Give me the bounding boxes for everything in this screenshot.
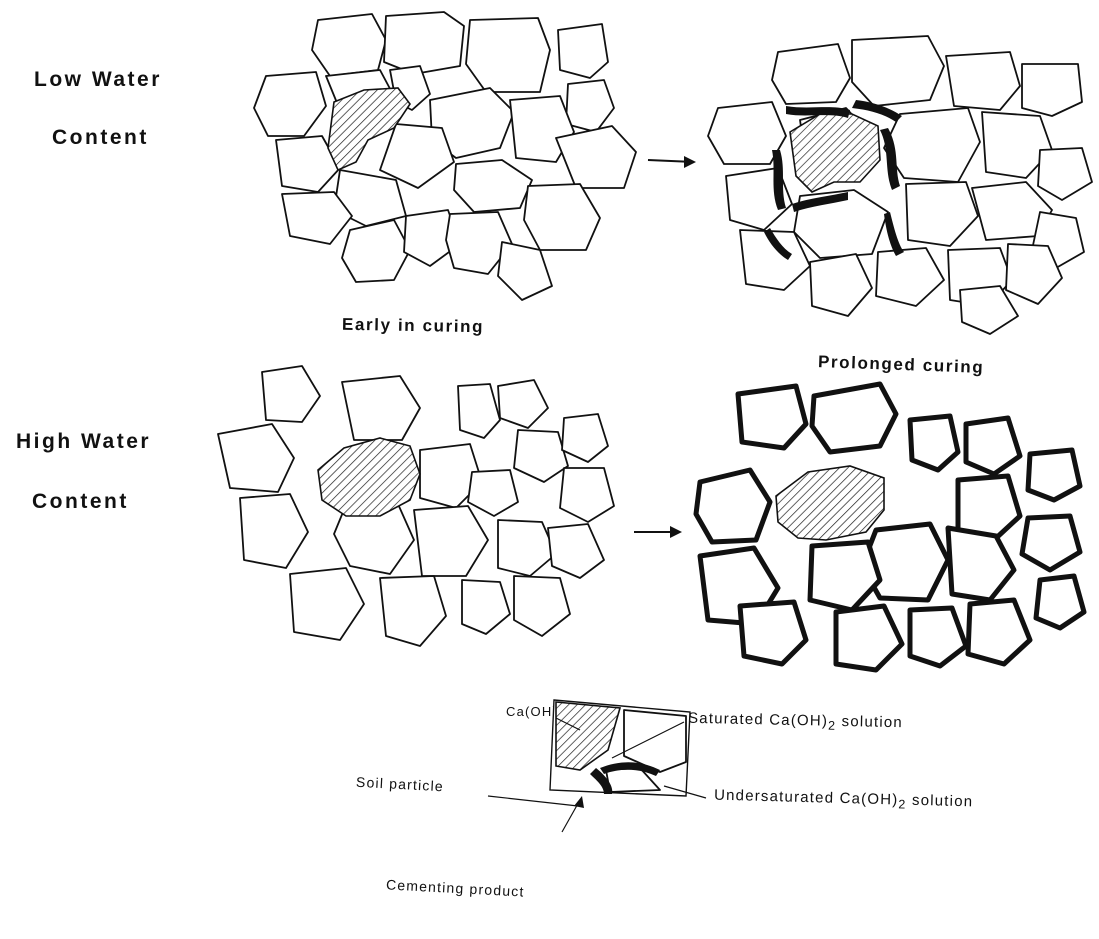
panel-high-early — [218, 366, 614, 646]
arrow-high-row-head — [670, 526, 682, 538]
leader-soil — [488, 796, 578, 806]
panel-high-prolonged — [696, 384, 1084, 670]
panel-low-prolonged — [708, 36, 1092, 334]
leader-cementing-head — [574, 796, 584, 808]
arrow-low-row-head — [684, 156, 696, 168]
panel-low-early — [254, 12, 636, 300]
legend-inset — [488, 700, 706, 832]
